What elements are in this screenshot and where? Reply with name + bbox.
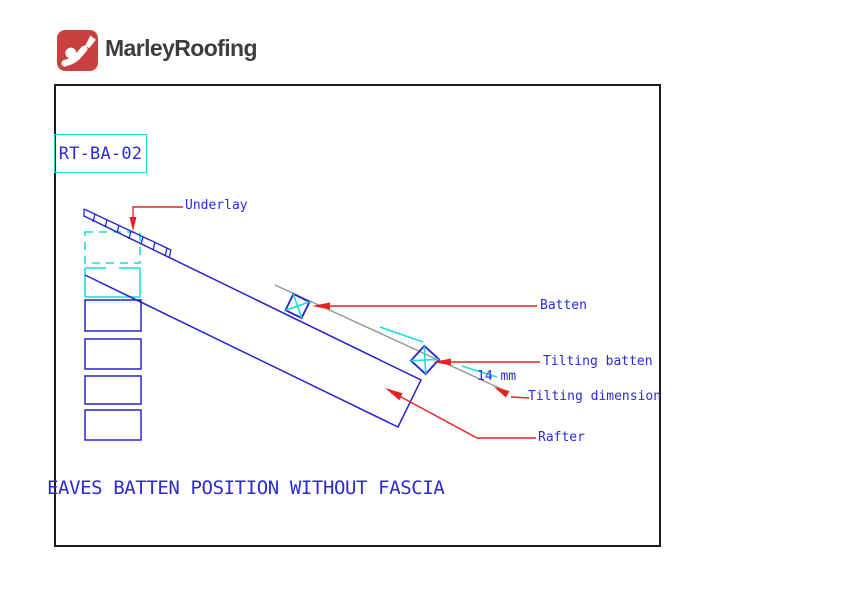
tilting-dimension-label: Tilting dimension — [528, 389, 662, 404]
marley-logo-icon — [57, 30, 98, 71]
underlay-label: Underlay — [185, 198, 248, 213]
rafter-label: Rafter — [538, 430, 585, 445]
brand-name: MarleyRoofing — [105, 35, 258, 61]
dimension-value: 14 mm — [477, 369, 517, 384]
drawing-ref-box: RT-BA-02 — [54, 134, 147, 173]
tilting-batten-label: Tilting batten — [543, 354, 653, 369]
batten-label: Batten — [540, 298, 587, 313]
drawing-ref-code: RT-BA-02 — [58, 143, 143, 164]
drawing-title: EAVES BATTEN POSITION WITHOUT FASCIA — [47, 477, 445, 499]
brand-header: MarleyRoofing — [57, 30, 258, 71]
